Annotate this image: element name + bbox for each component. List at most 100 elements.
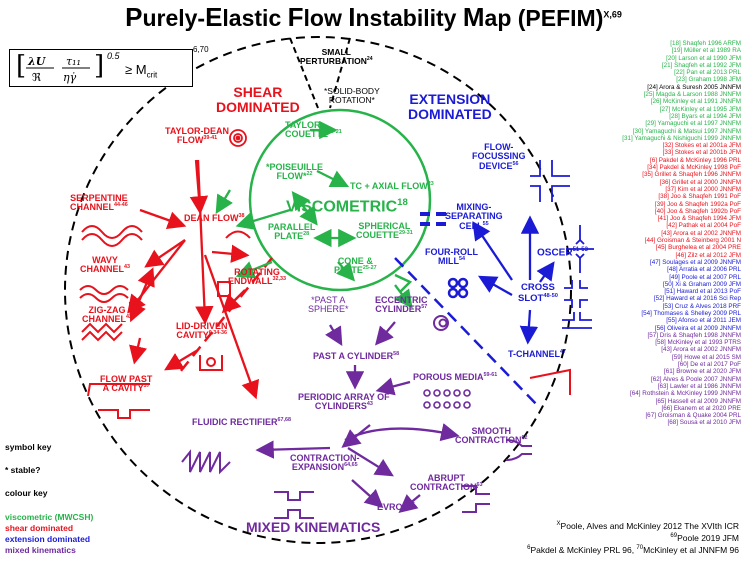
t-channel-label: T-CHANNEL47 <box>508 349 566 359</box>
wavy-line2: CHANNEL <box>80 264 124 275</box>
t-channel-ref: 47 <box>560 349 566 355</box>
msc-line2: SEPARATING <box>445 211 503 222</box>
arrow-abrupt-evroc <box>398 494 421 513</box>
smooth-contraction-line2: CONTRACTION <box>455 435 522 446</box>
arrow-array-smooth <box>344 423 460 442</box>
ldc-line2: CAVITY <box>176 330 209 341</box>
abrupt-line1: ABRUPT <box>427 473 466 483</box>
colour-key-viscometric: viscometric (MWCSH) <box>5 512 94 522</box>
reference-item: [40] Joo & Shaqfeh 1992b PoF <box>654 207 741 215</box>
past-sphere-line2: SPHERE* <box>308 304 349 315</box>
svg-text:ℜ: ℜ <box>32 71 41 84</box>
rotating-line2: ENDWALL <box>228 276 273 287</box>
parallel-plate-label: PARALLEL PLATE28 <box>268 222 315 242</box>
footer-line-1: XPoole, Alves and McKinley 2012 The XVIt… <box>557 521 739 531</box>
reference-item: [37] Kim et al 2000 JNNFM <box>665 185 741 193</box>
extension-boundary <box>394 257 541 409</box>
reference-item: [21] Shaqfeh et al 1992 JFM <box>661 61 741 69</box>
arrow-to-rectifier <box>255 440 331 459</box>
oscer-text: OSCER <box>537 247 573 259</box>
evroc-text: EVROC <box>377 502 410 512</box>
viscometric-circle <box>248 108 432 292</box>
cone-plate-line1: CONE & <box>337 256 373 266</box>
cone-plate-ref: 25-27 <box>362 265 377 272</box>
reference-item: [34] Pakdel & McKinley 1998 PoF <box>647 164 741 172</box>
cone-plate-line2: PLATE <box>334 265 363 276</box>
serpentine-line2: CHANNEL <box>70 202 114 213</box>
wavy-channel-icon <box>79 285 129 295</box>
viscometric-text: VISCOMETRIC <box>286 198 398 216</box>
contraction-expansion-icon <box>274 491 314 519</box>
arrow-cross-oscer <box>536 261 555 283</box>
poiseuille-ref: 22 <box>306 171 313 178</box>
arrow-ce-evroc <box>351 479 384 509</box>
footer-line-3-part-b: McKinley et al JNNFM 96 <box>643 545 739 555</box>
reference-item: [19] Müller et al 1989 RA <box>671 47 741 55</box>
reference-item: [39] Joo & Shaqfeh 1992a PoF <box>654 200 741 208</box>
footer-line-2-text: Poole 2019 JFM <box>677 533 739 543</box>
taylor-dean-line1: TAYLOR-DEAN <box>165 126 230 136</box>
reference-item: [50] Xi & Graham 2009 JFM <box>662 280 741 288</box>
t-channel-text: T-CHANNEL <box>508 349 560 359</box>
eccentric-ref: 57 <box>421 304 428 311</box>
eccentric-cylinder-icon <box>433 315 449 331</box>
oscer-ref: 51-53 <box>572 247 588 253</box>
reference-item: [48] Arratia et al 2006 PRL <box>667 266 741 274</box>
footer-line-1-text: Poole, Alves and McKinley 2012 The XVIth… <box>560 521 739 531</box>
ffd-line1: FLOW- <box>484 142 514 152</box>
eccentric-line2: CYLINDER <box>375 304 422 315</box>
viscometric-heading: VISCOMETRIC18 <box>286 197 408 216</box>
eccentric-line1: ECCENTRIC <box>375 295 428 305</box>
arrow-rot-ldc <box>221 289 246 314</box>
cross-slot-label: CROSS SLOT48-50 <box>518 283 558 304</box>
poiseuille-line1: *POISEUILLE <box>266 162 324 172</box>
title-letter-f: F <box>287 2 304 32</box>
arrow-ldc-fpc <box>164 349 199 371</box>
abrupt-contraction-icon <box>462 485 490 513</box>
ldc-ref: 6,34-36 <box>208 330 228 337</box>
criterion-equation: [ λU ℜ τ₁₁ ηγ̇ ] <box>16 51 104 84</box>
svg-text:ηγ̇: ηγ̇ <box>63 71 77 84</box>
wavy-channel-label: WAVY CHANNEL43 <box>80 255 130 275</box>
footer-line-2-sup: 69 <box>670 533 678 540</box>
arrow-visc-dean <box>215 189 233 214</box>
reference-item: [20] Larson et al 1990 JFM <box>666 54 741 62</box>
colour-key-mixed: mixed kinematics <box>5 545 76 555</box>
fluidic-rectifier-label: FLUIDIC RECTIFIER67,68 <box>192 417 291 427</box>
arrow-cone-plate <box>335 261 356 282</box>
extension-heading-line1: EXTENSION <box>409 91 491 107</box>
cross-slot-icon <box>564 280 588 308</box>
reference-item: [42] Pathak et al 2004 PoF <box>666 222 741 230</box>
reference-item: [51] Haward et al 2013 PoF <box>664 288 741 296</box>
footer-line-2: 69Poole 2019 JFM <box>670 533 739 543</box>
cone-plate-label: CONE & PLATE25-27 <box>334 256 377 276</box>
wavy-ref: 43 <box>124 264 130 271</box>
reference-item: [38] Joo & Shaqfeh 1991 PoF <box>658 193 741 201</box>
arrow-dean-rot <box>211 244 250 263</box>
title-word-5: ap (PEFIM) <box>484 5 604 31</box>
spherical-couette-ref: 29-31 <box>399 230 413 237</box>
flow-focussing-device-label: FLOW- FOCUSSING DEVICE56 <box>472 142 526 171</box>
reference-item: [22] Pan et al 2013 PRL <box>674 69 741 77</box>
arrow-cross-frm <box>477 275 513 297</box>
footer-line-1-sup: X <box>556 521 561 528</box>
contraction-expansion-label: CONTRACTION- EXPANSION64,65 <box>290 453 360 473</box>
page-title: Purely-Elastic Flow Instability Map (PEF… <box>0 2 747 32</box>
reference-item: [31] Yamaguchi & Nishiguchi 1999 JNNFM <box>622 134 741 142</box>
reference-item: [6] Pakdel & McKinley 1996 PRL <box>649 156 741 164</box>
reference-item: [60] De et al 2017 PoF <box>677 361 741 369</box>
reference-item: [45] Burghelea et al 2004 PRE <box>655 244 741 252</box>
mixing-separating-cell-label: MIXING- SEPARATING CELL55 <box>445 202 503 231</box>
colour-key-label: colour key <box>5 488 48 498</box>
evroc-label: EVROC66 <box>377 502 415 512</box>
reference-item: [54] Thomases & Shelley 2009 PRL <box>641 309 741 317</box>
past-a-cylinder-label: PAST A CYLINDER58 <box>313 351 399 361</box>
divider-top-right <box>329 37 351 109</box>
solid-body-rotation-line1: *SOLID-BODY <box>324 86 380 96</box>
tc-axial-ref: 23 <box>427 181 434 187</box>
colour-key-extension: extension dominated <box>5 534 91 544</box>
arrow-cross-mixing <box>472 221 513 281</box>
arrow-pf-pp <box>291 190 318 226</box>
mixing-separating-icon <box>420 212 446 226</box>
